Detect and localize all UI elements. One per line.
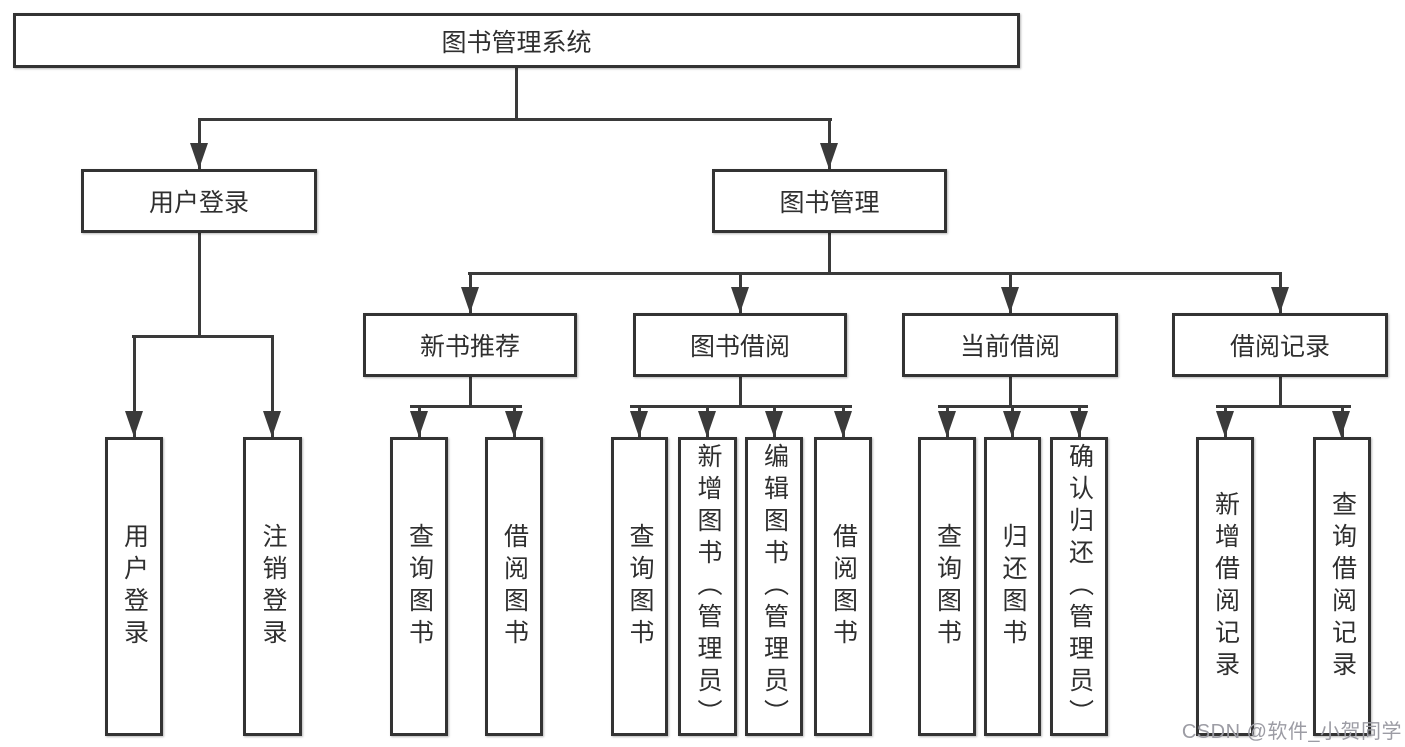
- arrow-down-icon: [938, 411, 956, 437]
- arrow-down-icon: [834, 411, 852, 437]
- connector-drop-leaf: [271, 335, 274, 437]
- arrow-down-icon: [190, 143, 208, 169]
- arrow-down-icon: [1332, 411, 1350, 437]
- leaf-add-books-admin: 新增图书（管理员）: [678, 437, 737, 736]
- arrow-down-icon: [1001, 287, 1019, 313]
- node-label: 图书管理: [779, 189, 880, 217]
- leaf-return-books: 归还图书: [984, 437, 1041, 736]
- arrow-down-icon: [505, 411, 523, 437]
- leaf-borrow-books: 借阅图书: [814, 437, 872, 736]
- node-label: 用户登录: [148, 189, 249, 217]
- leaf-label: 查询借阅记录: [1328, 490, 1357, 683]
- arrow-down-icon: [461, 287, 479, 313]
- arrow-down-icon: [263, 411, 281, 437]
- csdn-watermark: CSDN @软件_小贺同学: [1181, 721, 1402, 743]
- connector-book-management-drop: [828, 233, 831, 275]
- node-current-borrow: 当前借阅: [902, 313, 1118, 377]
- connector-user-login-rail: [132, 335, 274, 338]
- leaf-borrow-books-recommend: 借阅图书: [485, 437, 543, 736]
- leaf-label: 查询图书: [405, 522, 434, 651]
- leaf-label: 确认归还（管理员）: [1065, 442, 1094, 731]
- node-label: 图书借阅: [689, 333, 790, 361]
- leaf-label: 查询图书: [626, 522, 654, 651]
- leaf-user-login: 用户登录: [105, 437, 163, 736]
- leaf-query-books-borrow: 查询图书: [611, 437, 668, 736]
- leaf-label: 注销登录: [259, 522, 287, 651]
- leaf-label: 编辑图书（管理员）: [760, 442, 789, 731]
- connector-records-drop: [1279, 376, 1282, 407]
- node-new-book-recommend: 新书推荐: [363, 313, 577, 377]
- leaf-query-borrow-record: 查询借阅记录: [1313, 437, 1371, 736]
- connector-borrow-rail: [630, 405, 852, 408]
- connector-user-login-drop: [198, 233, 201, 337]
- arrow-down-icon: [1070, 411, 1088, 437]
- node-book-borrow: 图书借阅: [633, 313, 847, 377]
- node-book-management: 图书管理: [712, 169, 947, 233]
- node-label: 新书推荐: [419, 333, 520, 361]
- leaf-label: 查询图书: [933, 522, 962, 651]
- arrow-down-icon: [410, 411, 428, 437]
- arrow-down-icon: [765, 411, 783, 437]
- node-borrow-records: 借阅记录: [1172, 313, 1388, 377]
- connector-records-rail: [1216, 405, 1351, 408]
- node-label: 当前借阅: [959, 333, 1060, 361]
- connector-current-drop: [1009, 376, 1012, 407]
- node-label: 图书管理系统: [441, 28, 592, 57]
- leaf-label: 用户登录: [120, 522, 149, 651]
- leaf-label: 借阅图书: [829, 522, 858, 651]
- leaf-confirm-return-admin: 确认归还（管理员）: [1050, 437, 1108, 736]
- leaf-label: 借阅图书: [500, 522, 529, 651]
- leaf-label: 新增图书（管理员）: [694, 442, 722, 731]
- arrow-down-icon: [731, 287, 749, 313]
- leaf-logout: 注销登录: [243, 437, 302, 736]
- connector-root-drop: [515, 68, 518, 120]
- leaf-label: 归还图书: [999, 522, 1027, 651]
- connector-level3-rail: [468, 272, 1282, 275]
- connector-recommend-drop: [469, 376, 472, 407]
- node-library-system: 图书管理系统: [13, 13, 1020, 68]
- arrow-down-icon: [820, 143, 838, 169]
- arrow-down-icon: [1271, 287, 1289, 313]
- leaf-query-books-recommend: 查询图书: [390, 437, 448, 736]
- leaf-add-borrow-record: 新增借阅记录: [1196, 437, 1254, 736]
- connector-recommend-rail: [410, 405, 522, 408]
- arrow-down-icon: [125, 411, 143, 437]
- connector-borrow-drop: [739, 376, 742, 407]
- connector-level1-rail: [198, 118, 832, 121]
- node-label: 借阅记录: [1229, 333, 1330, 361]
- leaf-label: 新增借阅记录: [1211, 490, 1240, 683]
- arrow-down-icon: [630, 411, 648, 437]
- arrow-down-icon: [1003, 411, 1021, 437]
- leaf-edit-books-admin: 编辑图书（管理员）: [745, 437, 803, 736]
- connector-drop-leaf: [133, 335, 136, 437]
- arrow-down-icon: [1216, 411, 1234, 437]
- arrow-down-icon: [698, 411, 716, 437]
- node-user-login: 用户登录: [81, 169, 317, 233]
- leaf-query-books-current: 查询图书: [918, 437, 976, 736]
